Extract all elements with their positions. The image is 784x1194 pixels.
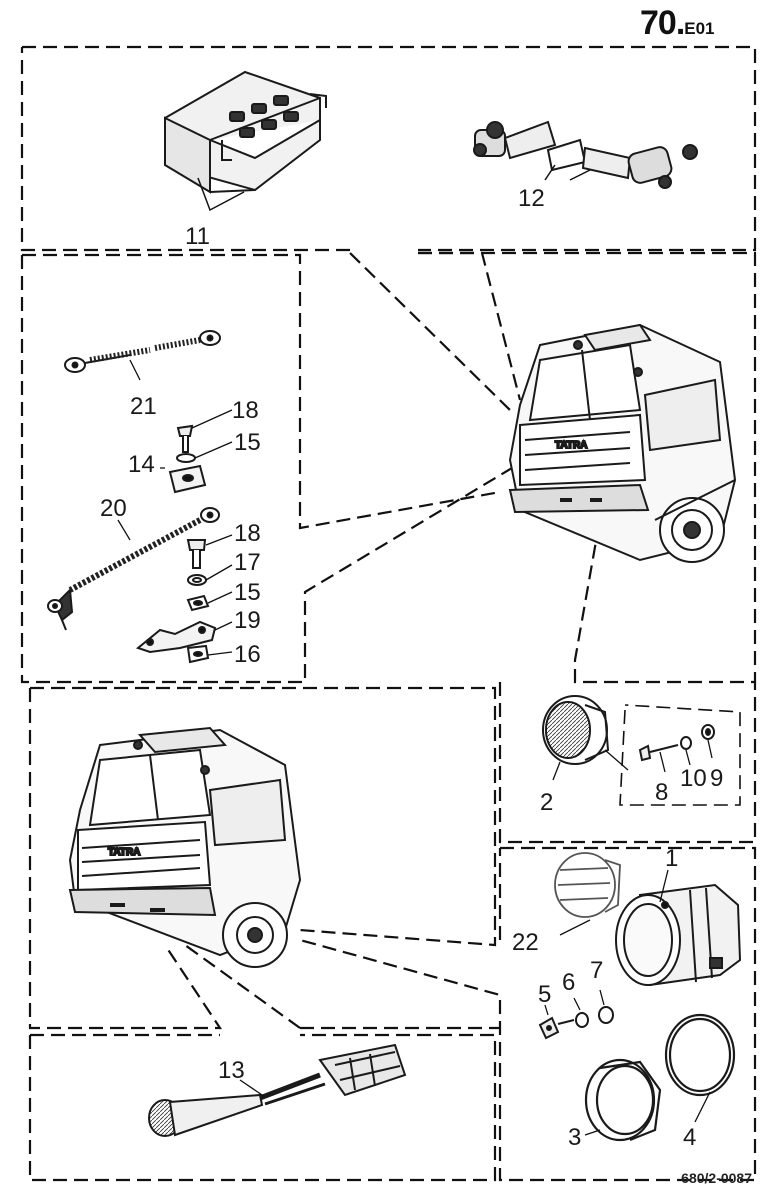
truck-badge-lower: TATRA [108,847,140,858]
frame-top-panel [20,45,757,252]
frame-right-upper [418,251,757,684]
callout-22: 22 [512,929,539,956]
truck-cab-upper: TATRA [508,323,737,563]
headlamp-seal-4 [664,1013,736,1097]
callout-13: 13 [218,1057,245,1084]
truck-cab-lower: TATRA [68,726,302,968]
battery-part [164,70,327,194]
frame-headlamp-box [299,846,757,1182]
callout-7: 7 [590,957,603,984]
callout-19: 19 [234,607,261,634]
callout-18-upper: 18 [232,397,259,424]
headlamp-ring-3 [584,1058,662,1142]
truck-badge-upper: TATRA [555,440,587,451]
callout-6: 6 [562,969,575,996]
frame-cable-panel [28,1033,497,1182]
callout-4: 4 [683,1124,696,1151]
leader-to-cab-side [418,251,522,401]
callout-1: 1 [665,845,678,872]
callout-3: 3 [568,1124,581,1151]
clamp-assembly-upper [168,424,207,494]
screw-washer-5-6-7 [538,1006,614,1040]
indicator-lens-22 [554,852,621,918]
callout-20: 20 [100,495,127,522]
callout-5: 5 [538,981,551,1008]
side-indicator-2 [542,695,610,765]
callout-18-lower: 18 [234,520,261,547]
callout-21: 21 [130,393,157,420]
callout-10: 10 [680,765,707,792]
ground-cable-20 [47,507,220,631]
frame-left-middle-panel [20,253,513,684]
ground-strap-21 [64,330,221,373]
section-frames [20,45,757,1182]
callout-15-lower: 15 [234,579,261,606]
page-code-main: 70. [640,4,685,42]
drawing-number: 680/2-0087 [681,1170,752,1186]
frame-indicator-box [498,682,757,844]
callout-8: 8 [655,779,668,806]
callout-12: 12 [518,185,545,212]
clamp-assembly-lower [135,539,217,664]
callout-14: 14 [128,451,155,478]
fasteners-8-10-9 [638,724,715,762]
callout-16: 16 [234,641,261,668]
frame-lower-truck-panel [30,686,497,947]
callout-17: 17 [234,549,261,576]
leader-to-cab-top [349,252,513,413]
callout-11: 11 [185,223,210,250]
frame-fastener-subbox [619,704,741,806]
headlamp-1 [615,883,742,987]
shaft-part [473,120,698,189]
page-code-suffix: E01 [684,19,715,38]
callout-9: 9 [710,765,723,792]
wiring-harness-13 [148,1043,407,1137]
page-code: 70.E01 [640,4,715,43]
callout-15-upper: 15 [234,429,261,456]
callout-2: 2 [540,789,553,816]
